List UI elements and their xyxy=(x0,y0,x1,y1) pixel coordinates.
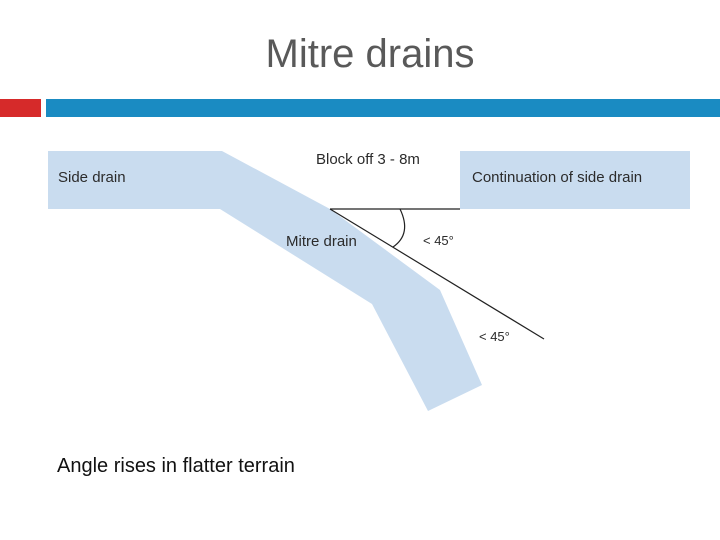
accent-bar-red xyxy=(0,99,41,117)
mitre-drain-diagram: Side drain Block off 3 - 8m Continuation… xyxy=(48,151,690,411)
slide-title: Mitre drains xyxy=(265,32,475,76)
continuation-channel xyxy=(460,151,690,209)
accent-bar-blue xyxy=(46,99,720,117)
angle-reference-line xyxy=(329,208,545,340)
angle-arc xyxy=(392,208,406,248)
mitre-drain-label: Mitre drain xyxy=(286,233,357,250)
angle-label-upper: < 45° xyxy=(423,233,454,248)
side-drain-channel xyxy=(48,151,482,411)
side-drain-label: Side drain xyxy=(58,169,126,186)
angle-label-lower: < 45° xyxy=(479,329,510,344)
continuation-label: Continuation of side drain xyxy=(472,169,642,186)
caption-text: Angle rises in flatter terrain xyxy=(57,455,295,477)
block-off-label: Block off 3 - 8m xyxy=(316,151,420,168)
